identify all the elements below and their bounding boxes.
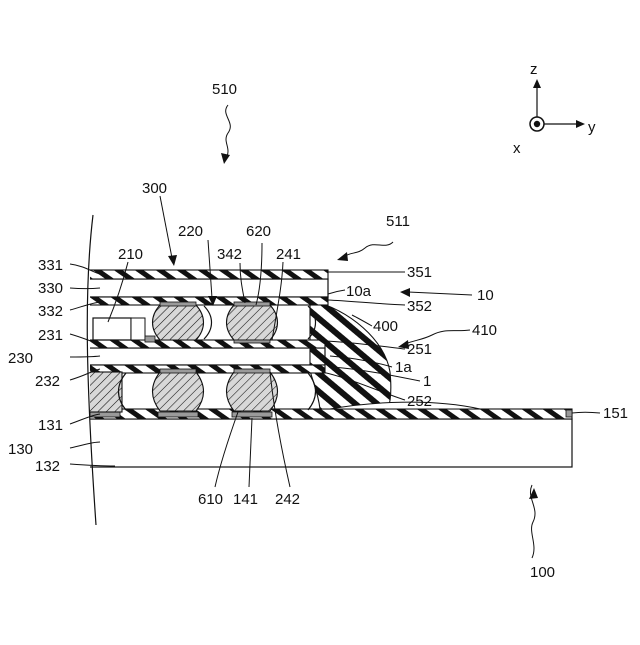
axis-indicator: z y x bbox=[513, 61, 596, 157]
leader-331 bbox=[70, 264, 100, 274]
x-axis-dot bbox=[534, 121, 540, 127]
label-130: 130 bbox=[8, 441, 33, 458]
upper-ball-outline-1 bbox=[204, 306, 212, 339]
pad-230-bottom-1 bbox=[160, 369, 196, 373]
label-151: 151 bbox=[603, 405, 628, 422]
leader-330 bbox=[70, 288, 100, 289]
z-axis-arrowhead bbox=[533, 79, 541, 88]
pad-151 bbox=[566, 410, 572, 417]
label-232: 232 bbox=[35, 373, 60, 390]
leader-10a bbox=[328, 290, 345, 294]
label-10a: 10a bbox=[346, 283, 372, 300]
component-210-pad bbox=[145, 336, 155, 342]
arrow-511-head bbox=[337, 252, 348, 261]
upper-ball-1 bbox=[153, 305, 204, 340]
label-352: 352 bbox=[407, 298, 432, 315]
pad-342-a bbox=[160, 302, 196, 306]
label-331: 331 bbox=[38, 257, 63, 274]
label-231: 231 bbox=[38, 327, 63, 344]
lower-ball-1 bbox=[86, 372, 122, 412]
pad-252 bbox=[234, 369, 270, 373]
label-252: 252 bbox=[407, 393, 432, 410]
arrow-510-head bbox=[221, 153, 230, 164]
arrow-10-head bbox=[400, 288, 410, 297]
arrow-511 bbox=[345, 242, 393, 256]
leader-610 bbox=[215, 412, 238, 487]
leader-130 bbox=[70, 442, 100, 448]
label-251: 251 bbox=[407, 341, 432, 358]
component-210-side bbox=[131, 318, 145, 340]
resist-331 bbox=[80, 270, 328, 279]
label-511: 511 bbox=[386, 213, 410, 230]
label-1: 1 bbox=[423, 373, 431, 390]
cross-section bbox=[80, 270, 572, 467]
leader-332 bbox=[70, 302, 100, 310]
label-241: 241 bbox=[276, 246, 301, 263]
label-300: 300 bbox=[142, 180, 167, 197]
label-410: 410 bbox=[472, 322, 497, 339]
x-axis-label: x bbox=[513, 140, 521, 157]
leader-231 bbox=[70, 334, 100, 344]
solder-ball-610 bbox=[227, 372, 278, 411]
label-230: 230 bbox=[8, 350, 33, 367]
z-axis-label: z bbox=[530, 61, 538, 78]
arrow-220 bbox=[208, 240, 212, 298]
solder-resist-131 bbox=[80, 409, 572, 419]
pad-base-2 bbox=[158, 412, 198, 417]
label-332: 332 bbox=[38, 303, 63, 320]
lower-ball-2 bbox=[153, 372, 204, 411]
label-132: 132 bbox=[35, 458, 60, 475]
pad-342 bbox=[234, 302, 270, 306]
y-axis-arrowhead bbox=[576, 120, 585, 128]
label-100: 100 bbox=[530, 564, 555, 581]
component-210 bbox=[93, 318, 131, 340]
substrate-230 bbox=[80, 348, 325, 365]
label-242: 242 bbox=[275, 491, 300, 508]
arrow-510 bbox=[226, 105, 231, 158]
label-131: 131 bbox=[38, 417, 63, 434]
resin-400 bbox=[310, 300, 391, 409]
label-141: 141 bbox=[233, 491, 258, 508]
label-400: 400 bbox=[373, 318, 398, 335]
label-620: 620 bbox=[246, 223, 271, 240]
resist-231 bbox=[80, 340, 325, 348]
label-210: 210 bbox=[118, 246, 143, 263]
label-510: 510 bbox=[212, 81, 237, 98]
arrow-300-head bbox=[168, 255, 177, 266]
substrate-330 bbox=[80, 279, 328, 297]
leader-151 bbox=[572, 412, 600, 413]
pad-241 bbox=[234, 340, 270, 343]
leader-352 bbox=[328, 300, 405, 305]
label-342: 342 bbox=[217, 246, 242, 263]
label-1a: 1a bbox=[395, 359, 412, 376]
pad-base-1 bbox=[90, 412, 120, 417]
label-10: 10 bbox=[477, 287, 494, 304]
base-substrate-130 bbox=[80, 419, 572, 467]
solder-ball-620 bbox=[227, 305, 278, 340]
leader-230 bbox=[70, 356, 100, 357]
arrow-300 bbox=[160, 196, 172, 258]
arrow-10 bbox=[408, 292, 472, 295]
y-axis-label: y bbox=[588, 119, 596, 136]
leader-141 bbox=[249, 418, 252, 487]
label-351: 351 bbox=[407, 264, 432, 281]
label-220: 220 bbox=[178, 223, 203, 240]
label-330: 330 bbox=[38, 280, 63, 297]
label-610: 610 bbox=[198, 491, 223, 508]
